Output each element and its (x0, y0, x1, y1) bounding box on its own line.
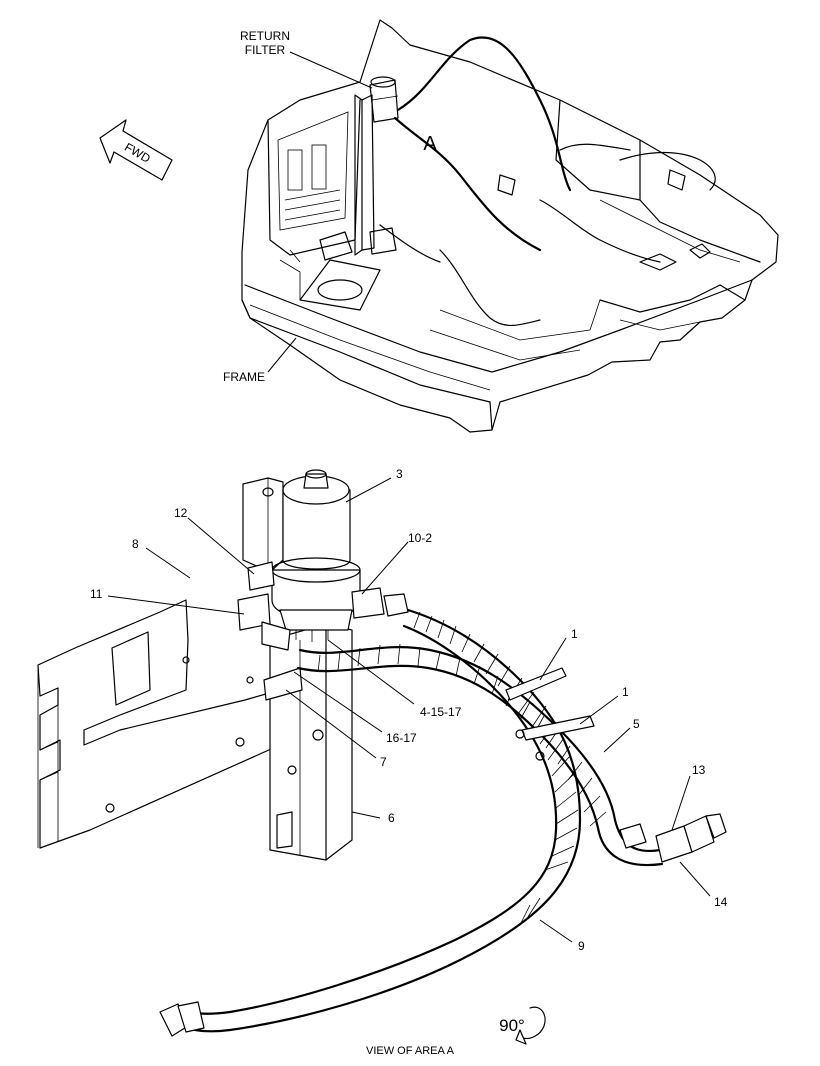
callout-5: 5 (633, 717, 640, 731)
return-filter-label-line2: FILTER (245, 43, 286, 57)
leader-3 (345, 477, 392, 503)
leader-13 (671, 775, 691, 831)
machine-frame-overview: FWD RETURN FILTER A FRAME (99, 19, 779, 433)
leader-5 (603, 727, 631, 753)
callout-3: 3 (396, 467, 403, 481)
return-filter-label-line1: RETURN (240, 29, 290, 43)
leader-16-17 (293, 671, 383, 733)
callout-9: 9 (578, 939, 585, 953)
callout-14: 14 (714, 895, 728, 909)
rotation-label: 90° (499, 1016, 525, 1035)
return-filter-leader (289, 51, 373, 89)
forward-direction-arrow-icon: FWD (99, 119, 173, 181)
leader-12 (187, 517, 255, 575)
frame-leader (267, 337, 297, 373)
leader-4-15-17 (327, 639, 415, 705)
leader-1b (579, 695, 619, 725)
leader-6 (351, 811, 381, 819)
callout-1b: 1 (622, 685, 629, 699)
leader-10-2 (361, 541, 409, 595)
area-a-marker: A (423, 133, 437, 155)
leader-11 (107, 595, 245, 615)
rotate-90-icon: 90° (499, 1006, 546, 1045)
leader-1a (539, 637, 567, 681)
callout-11: 11 (90, 587, 103, 601)
callout-6: 6 (388, 811, 395, 825)
return-filter-element (271, 469, 361, 642)
leader-7 (285, 689, 377, 759)
callout-7: 7 (380, 755, 387, 769)
frame-label: FRAME (223, 370, 265, 384)
callout-4-15-17: 4-15-17 (420, 705, 462, 719)
callout-16-17: 16-17 (386, 731, 417, 745)
leader-8 (145, 547, 191, 579)
leader-9 (539, 919, 573, 943)
leader-14 (679, 861, 711, 897)
area-a-detail: 90° VIEW OF AREA A 3 12 8 10-2 11 1 1 5 … (37, 467, 728, 1057)
callout-8: 8 (132, 537, 139, 551)
callout-12: 12 (174, 506, 188, 520)
view-caption: VIEW OF AREA A (366, 1045, 455, 1057)
callout-1a: 1 (571, 627, 578, 641)
callout-13: 13 (692, 763, 706, 777)
callout-10-2: 10-2 (408, 531, 432, 545)
